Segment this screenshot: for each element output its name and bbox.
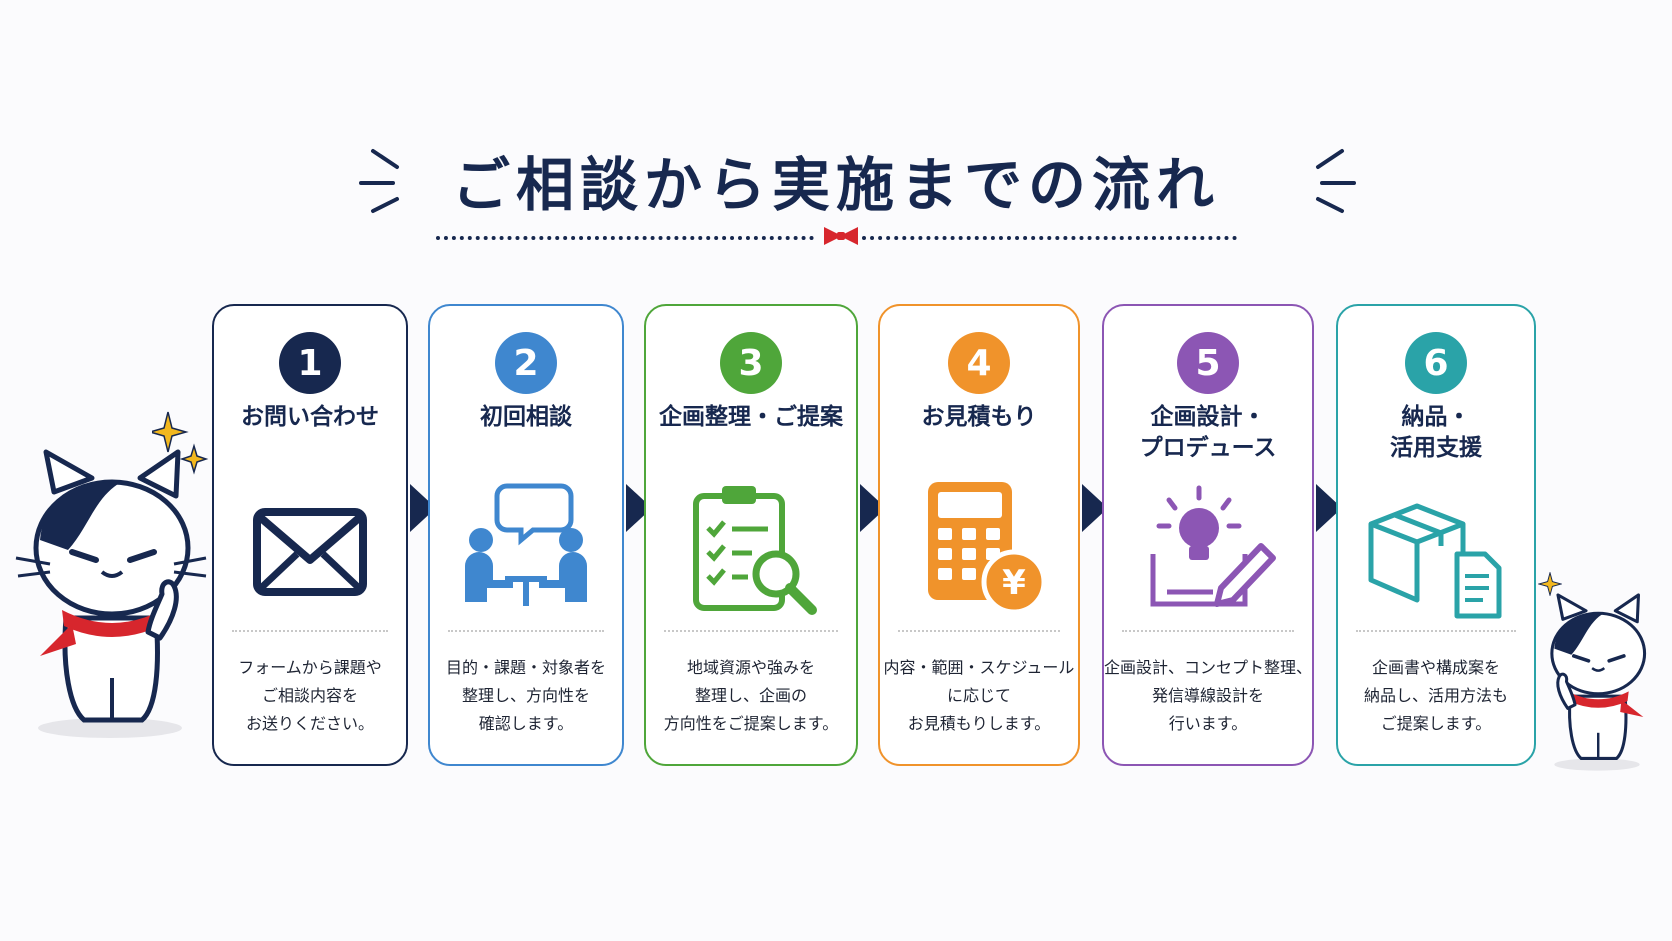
step-label: 初回相談 bbox=[480, 404, 572, 430]
bow-icon bbox=[824, 227, 858, 245]
card-divider bbox=[664, 630, 838, 632]
envelope-icon bbox=[253, 508, 367, 596]
step-description: フォームから課題や ご相談内容を お送りください。 bbox=[238, 658, 382, 733]
calculator-yen-icon: ¥ bbox=[928, 482, 1047, 615]
accent-burst-right-icon bbox=[1316, 149, 1356, 213]
step-card-4: 4 お見積もり ¥ 内容・範囲・スケジュール に応じて お見積もりします。 bbox=[878, 304, 1080, 766]
step-description: 内容・範囲・スケジュール に応じて お見積もりします。 bbox=[883, 658, 1075, 733]
step-card-1: 1 お問い合わせ フォームから課題や ご相談内容を お送りください。 bbox=[212, 304, 408, 766]
step-description: 地域資源や強みを 整理し、企画の 方向性をご提案します。 bbox=[663, 658, 839, 733]
delivery-box-document-icon bbox=[1368, 503, 1502, 619]
step-number-badge: 4 bbox=[948, 332, 1010, 394]
card-divider bbox=[1122, 630, 1294, 632]
step-label: 企画整理・ご提案 bbox=[659, 404, 843, 430]
step-label: 納品・ 活用支援 bbox=[1390, 404, 1482, 461]
step-label: お問い合わせ bbox=[241, 404, 379, 430]
step-card-5: 5 企画設計・ プロデュース 企画設計、コンセプト整理、 発信導線設計を 行いま… bbox=[1102, 304, 1314, 766]
sparkle-icon bbox=[152, 411, 209, 475]
idea-design-icon bbox=[1150, 485, 1276, 607]
card-divider bbox=[232, 630, 388, 632]
cat-mascot-right bbox=[1550, 593, 1647, 771]
sparkle-icon bbox=[1538, 572, 1562, 596]
meeting-icon bbox=[465, 483, 587, 606]
header: ご相談から実施までの流れ bbox=[0, 0, 1672, 260]
step-number-badge: 2 bbox=[495, 332, 557, 394]
step-label: 企画設計・ プロデュース bbox=[1139, 404, 1277, 461]
step-card-2: 2 初回相談 目的・課題・対象者を 整理し、方向性を 確認します。 bbox=[428, 304, 624, 766]
step-card-6: 6 納品・ 活用支援 企画書や構成案を 納品し、活用方法も ご提案します。 bbox=[1336, 304, 1536, 766]
card-divider bbox=[448, 630, 604, 632]
step-number-badge: 3 bbox=[720, 332, 782, 394]
step-label: お見積もり bbox=[921, 404, 1037, 430]
step-description: 企画設計、コンセプト整理、 発信導線設計を 行います。 bbox=[1104, 658, 1313, 733]
clipboard-search-icon bbox=[693, 486, 817, 615]
accent-burst-left-icon bbox=[359, 149, 399, 213]
svg-text:¥: ¥ bbox=[1002, 563, 1026, 603]
page-title: ご相談から実施までの流れ bbox=[451, 151, 1220, 219]
card-divider bbox=[898, 630, 1060, 632]
title-divider-left bbox=[436, 236, 814, 240]
step-description: 企画書や構成案を 納品し、活用方法も ご提案します。 bbox=[1363, 658, 1508, 733]
step-number-badge: 6 bbox=[1405, 332, 1467, 394]
step-description: 目的・課題・対象者を 整理し、方向性を 確認します。 bbox=[445, 658, 606, 733]
title-divider-right bbox=[862, 236, 1237, 240]
card-divider bbox=[1356, 630, 1516, 632]
step-card-3: 3 企画整理・ご提案 地域資源や強みを 整理し、企画の 方向性をご提案します。 bbox=[644, 304, 858, 766]
step-number-badge: 5 bbox=[1177, 332, 1239, 394]
step-number-badge: 1 bbox=[279, 332, 341, 394]
cat-mascot-left bbox=[15, 449, 207, 738]
